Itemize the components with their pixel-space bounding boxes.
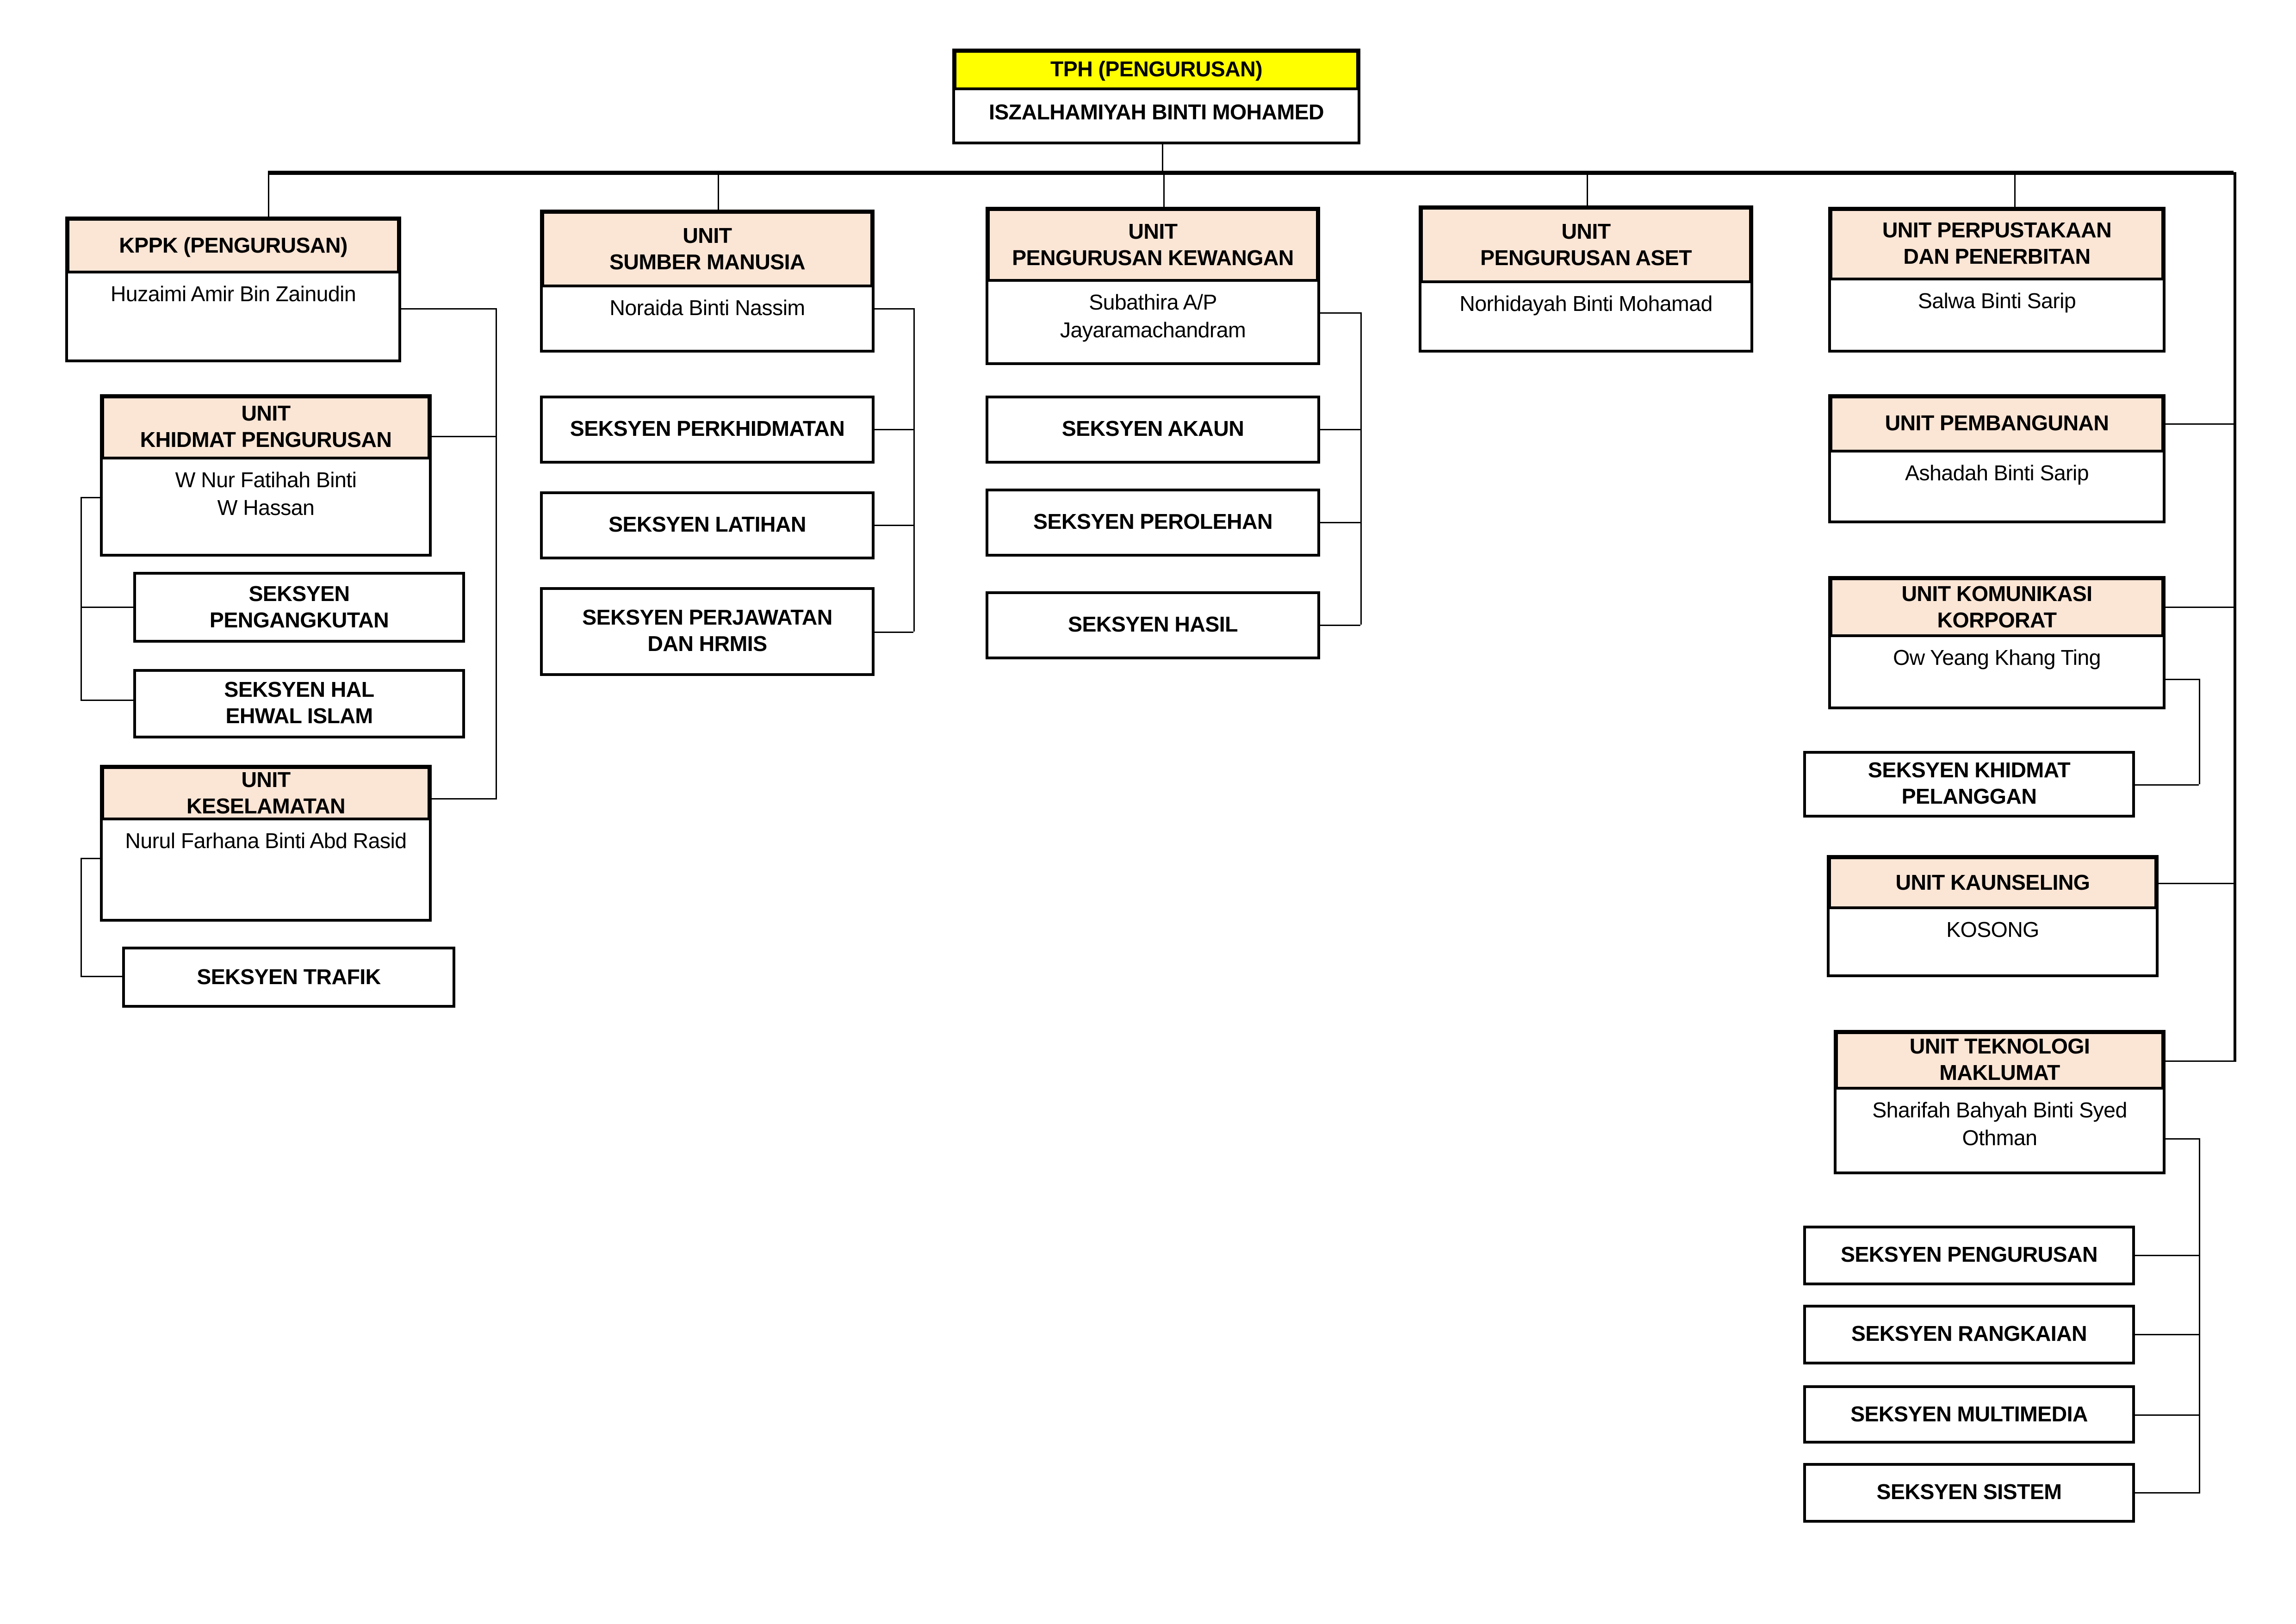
unit-tph-name: ISZALHAMIYAH BINTI MOHAMED: [952, 87, 1360, 144]
connector-stub-perkhidmatan: [875, 429, 913, 431]
connector-stub-s-rangkaian: [2135, 1334, 2199, 1336]
unit-pengurusan-kewangan-title: UNIT PENGURUSAN KEWANGAN: [986, 207, 1320, 283]
connector-kppk-out: [401, 308, 496, 310]
seksyen-perolehan: SEKSYEN PEROLEHAN: [986, 489, 1320, 557]
unit-perpustakaan: UNIT PERPUSTAKAAN DAN PENERBITAN Salwa B…: [1828, 207, 2166, 353]
unit-pembangunan-title: UNIT PEMBANGUNAN: [1828, 394, 2166, 454]
connector-stub-keselamatan: [432, 798, 496, 800]
connector-keselamatan-vertical: [81, 858, 82, 977]
unit-pengurusan-aset-title: UNIT PENGURUSAN ASET: [1419, 205, 1753, 285]
connector-drop-perpustakaan: [2014, 172, 2016, 207]
unit-kaunseling: UNIT KAUNSELING KOSONG: [1827, 855, 2159, 977]
connector-stub-khidmat: [432, 436, 496, 438]
unit-pengurusan-kewangan: UNIT PENGURUSAN KEWANGAN Subathira A/P J…: [986, 207, 1320, 365]
connector-stub-perolehan: [1320, 522, 1360, 524]
connector-khidmat-vertical: [81, 497, 82, 701]
connector-drop-kewangan: [1163, 172, 1165, 207]
seksyen-perkhidmatan: SEKSYEN PERKHIDMATAN: [540, 396, 875, 464]
unit-khidmat-pengurusan-title: UNIT KHIDMAT PENGURUSAN: [100, 394, 432, 461]
unit-komunikasi-korporat: UNIT KOMUNIKASI KORPORAT Ow Yeang Khang …: [1828, 576, 2166, 709]
connector-stub-akaun: [1320, 429, 1360, 431]
seksyen-latihan: SEKSYEN LATIHAN: [540, 491, 875, 559]
connector-stub-perjawatan: [875, 632, 913, 633]
seksyen-trafik: SEKSYEN TRAFIK: [122, 947, 455, 1008]
connector-stub-kaunseling: [2159, 883, 2234, 885]
unit-teknologi-maklumat-name: Sharifah Bahyah Binti Syed Othman: [1834, 1087, 2166, 1174]
connector-stub-s-pengurusan: [2135, 1255, 2199, 1257]
seksyen-hal-ehwal-islam: SEKSYEN HAL EHWAL ISLAM: [133, 669, 465, 738]
unit-keselamatan: UNIT KESELAMATAN Nurul Farhana Binti Abd…: [100, 765, 432, 922]
unit-teknologi-maklumat-title: UNIT TEKNOLOGI MAKLUMAT: [1834, 1030, 2166, 1091]
unit-perpustakaan-name: Salwa Binti Sarip: [1828, 278, 2166, 353]
unit-kppk: KPPK (PENGURUSAN) Huzaimi Amir Bin Zainu…: [65, 217, 401, 362]
connector-stub-s-multimedia: [2135, 1414, 2199, 1416]
connector-stub-khidmat-pelanggan: [2135, 784, 2199, 786]
unit-pembangunan: UNIT PEMBANGUNAN Ashadah Binti Sarip: [1828, 394, 2166, 523]
connector-keselamatan-out: [81, 858, 100, 860]
seksyen-akaun: SEKSYEN AKAUN: [986, 396, 1320, 464]
unit-tph: TPH (PENGURUSAN) ISZALHAMIYAH BINTI MOHA…: [952, 49, 1360, 144]
seksyen-multimedia: SEKSYEN MULTIMEDIA: [1803, 1385, 2135, 1444]
seksyen-sistem: SEKSYEN SISTEM: [1803, 1463, 2135, 1523]
unit-tph-title: TPH (PENGURUSAN): [952, 49, 1360, 92]
connector-stub-s-sistem: [2135, 1492, 2199, 1494]
connector-stub-pengangkutan: [81, 607, 133, 608]
connector-stub-pembangunan: [2166, 423, 2234, 425]
unit-sumber-manusia-name: Noraida Binti Nassim: [540, 285, 875, 353]
connector-komunikasi-vertical: [2199, 679, 2201, 784]
connector-sumber-out: [875, 308, 913, 310]
seksyen-rangkaian: SEKSYEN RANGKAIAN: [1803, 1305, 2135, 1364]
connector-drop-kppk: [268, 172, 270, 217]
unit-kppk-name: Huzaimi Amir Bin Zainudin: [65, 271, 401, 362]
connector-tph-drop: [1162, 144, 1164, 172]
connector-sumber-vertical: [913, 308, 915, 632]
unit-perpustakaan-title: UNIT PERPUSTAKAAN DAN PENERBITAN: [1828, 207, 2166, 282]
unit-kaunseling-name: KOSONG: [1827, 906, 2159, 977]
unit-keselamatan-name: Nurul Farhana Binti Abd Rasid: [100, 818, 432, 922]
connector-drop-sumber-manusia: [718, 172, 720, 210]
connector-stub-komunikasi: [2166, 607, 2234, 608]
seksyen-khidmat-pelanggan: SEKSYEN KHIDMAT PELANGGAN: [1803, 751, 2135, 818]
connector-stub-trafik: [81, 976, 122, 978]
unit-pengurusan-aset: UNIT PENGURUSAN ASET Norhidayah Binti Mo…: [1419, 205, 1753, 353]
connector-stub-latihan: [875, 525, 913, 527]
connector-drop-aset: [1587, 172, 1589, 205]
connector-stub-teknologi: [2166, 1060, 2235, 1062]
connector-main-spine: [268, 171, 2234, 174]
unit-khidmat-pengurusan-name: W Nur Fatihah Binti W Hassan: [100, 457, 432, 557]
unit-kppk-title: KPPK (PENGURUSAN): [65, 217, 401, 275]
unit-komunikasi-korporat-title: UNIT KOMUNIKASI KORPORAT: [1828, 576, 2166, 638]
seksyen-pengurusan: SEKSYEN PENGURUSAN: [1803, 1226, 2135, 1285]
unit-keselamatan-title: UNIT KESELAMATAN: [100, 765, 432, 822]
connector-kewangan-vertical: [1360, 312, 1362, 625]
connector-komunikasi-out: [2166, 679, 2199, 681]
connector-teknologi-out: [2166, 1138, 2199, 1140]
connector-kewangan-out: [1320, 312, 1360, 314]
connector-right-vertical: [2234, 172, 2236, 1062]
connector-teknologi-vertical: [2199, 1138, 2201, 1494]
unit-sumber-manusia-title: UNIT SUMBER MANUSIA: [540, 210, 875, 289]
unit-teknologi-maklumat: UNIT TEKNOLOGI MAKLUMAT Sharifah Bahyah …: [1834, 1030, 2166, 1174]
unit-sumber-manusia: UNIT SUMBER MANUSIA Noraida Binti Nassim: [540, 210, 875, 353]
connector-khidmat-out: [81, 497, 100, 499]
unit-komunikasi-korporat-name: Ow Yeang Khang Ting: [1828, 634, 2166, 709]
seksyen-hasil: SEKSYEN HASIL: [986, 591, 1320, 659]
connector-stub-hal-ehwal: [81, 700, 133, 701]
seksyen-perjawatan-hrmis: SEKSYEN PERJAWATAN DAN HRMIS: [540, 587, 875, 676]
unit-khidmat-pengurusan: UNIT KHIDMAT PENGURUSAN W Nur Fatihah Bi…: [100, 394, 432, 557]
connector-kppk-vertical: [496, 308, 497, 800]
unit-kaunseling-title: UNIT KAUNSELING: [1827, 855, 2159, 911]
unit-pembangunan-name: Ashadah Binti Sarip: [1828, 450, 2166, 523]
connector-stub-hasil: [1320, 625, 1360, 626]
seksyen-pengangkutan: SEKSYEN PENGANGKUTAN: [133, 572, 465, 643]
unit-pengurusan-aset-name: Norhidayah Binti Mohamad: [1419, 280, 1753, 353]
unit-pengurusan-kewangan-name: Subathira A/P Jayaramachandram: [986, 279, 1320, 365]
